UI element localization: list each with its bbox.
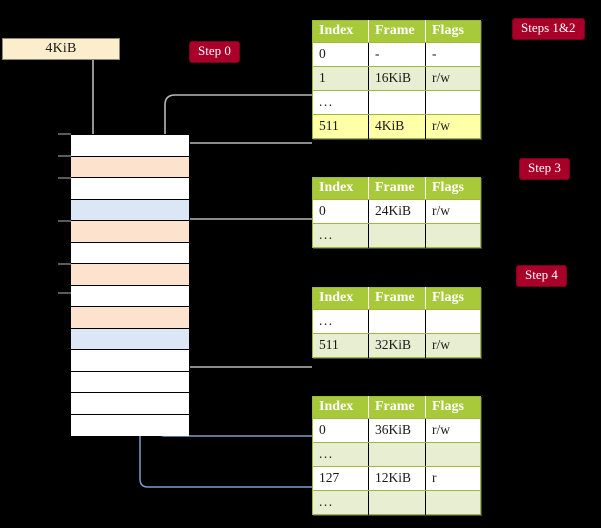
cell-frame bbox=[368, 90, 426, 115]
page-table-level-3: Index Frame Flags 0 24KiB r/w ... bbox=[312, 177, 481, 248]
cell-index: 511 bbox=[312, 114, 369, 139]
cell-flags: r/w bbox=[425, 66, 481, 91]
col-header-flags: Flags bbox=[425, 287, 481, 310]
cell-flags: r bbox=[425, 466, 481, 491]
table-row[interactable]: 0 24KiB r/w bbox=[312, 199, 481, 224]
cell-frame bbox=[368, 490, 426, 515]
cell-frame: 24KiB bbox=[368, 199, 426, 224]
cell-frame: 4KiB bbox=[368, 114, 426, 139]
col-header-frame: Frame bbox=[368, 20, 426, 43]
memory-row bbox=[71, 285, 189, 307]
cell-frame: 32KiB bbox=[368, 333, 426, 358]
cell-frame: - bbox=[368, 42, 426, 67]
memory-row bbox=[71, 307, 189, 329]
memory-row bbox=[71, 264, 189, 286]
step-badge-steps-1-2: Steps 1&2 bbox=[512, 18, 585, 40]
memory-row bbox=[71, 414, 189, 436]
cell-index: ... bbox=[312, 223, 369, 248]
table-row-highlighted[interactable]: 511 4KiB r/w bbox=[312, 114, 481, 139]
memory-row bbox=[71, 242, 189, 264]
cell-frame bbox=[368, 309, 426, 334]
table-row[interactable]: 127 12KiB r bbox=[312, 466, 481, 491]
table-row[interactable]: ... bbox=[312, 223, 481, 248]
frame-tick bbox=[58, 292, 71, 294]
memory-row bbox=[71, 371, 189, 393]
cell-frame bbox=[368, 442, 426, 467]
page-table-level-2: Index Frame Flags ... 511 32KiB r/w bbox=[312, 287, 481, 358]
cell-index: ... bbox=[312, 309, 369, 334]
wire-table3-row511-to-memory bbox=[172, 278, 312, 368]
table-row[interactable]: 0 36KiB r/w bbox=[312, 418, 481, 443]
wire-table1-row1-to-memory bbox=[164, 94, 312, 234]
page-table-level-4: Index Frame Flags 0 - - 1 16KiB r/w ... bbox=[312, 20, 481, 139]
col-header-index: Index bbox=[312, 396, 369, 419]
cell-index: 0 bbox=[312, 199, 369, 224]
cell-frame: 16KiB bbox=[368, 66, 426, 91]
cell-index: ... bbox=[312, 490, 369, 515]
wire-table4-row127-to-memory bbox=[131, 210, 312, 488]
cell-index: 127 bbox=[312, 466, 369, 491]
source-frame-label: 4KiB bbox=[45, 41, 77, 56]
memory-row bbox=[71, 393, 189, 415]
table-row[interactable]: ... bbox=[312, 490, 481, 515]
table-row[interactable]: 0 - - bbox=[312, 42, 481, 67]
col-header-flags: Flags bbox=[425, 20, 481, 43]
step-badge-step4: Step 4 bbox=[516, 265, 567, 287]
table-row[interactable]: ... bbox=[312, 90, 481, 115]
col-header-flags: Flags bbox=[425, 396, 481, 419]
col-header-flags: Flags bbox=[425, 177, 481, 200]
col-header-frame: Frame bbox=[368, 287, 426, 310]
cell-flags bbox=[425, 90, 481, 115]
memory-row bbox=[71, 221, 189, 243]
cell-index: ... bbox=[312, 90, 369, 115]
table-header-row: Index Frame Flags bbox=[312, 177, 481, 200]
col-header-frame: Frame bbox=[368, 396, 426, 419]
page-table-level-1: Index Frame Flags 0 36KiB r/w ... 127 12… bbox=[312, 396, 481, 515]
physical-memory-column bbox=[70, 134, 190, 436]
memory-row bbox=[71, 156, 189, 178]
cell-flags: r/w bbox=[425, 333, 481, 358]
cell-frame bbox=[368, 223, 426, 248]
col-header-index: Index bbox=[312, 287, 369, 310]
cell-index: 0 bbox=[312, 418, 369, 443]
step-badge-step0: Step 0 bbox=[189, 41, 240, 63]
cell-frame: 36KiB bbox=[368, 418, 426, 443]
frame-tick bbox=[58, 155, 71, 157]
frame-tick bbox=[58, 220, 71, 222]
frame-tick bbox=[58, 177, 71, 179]
table-row[interactable]: ... bbox=[312, 309, 481, 334]
col-header-frame: Frame bbox=[368, 177, 426, 200]
memory-row bbox=[71, 350, 189, 372]
cell-flags: r/w bbox=[425, 418, 481, 443]
memory-row bbox=[71, 135, 189, 157]
cell-frame: 12KiB bbox=[368, 466, 426, 491]
cell-flags: - bbox=[425, 42, 481, 67]
source-frame-box: 4KiB bbox=[2, 38, 120, 60]
cell-index: 1 bbox=[312, 66, 369, 91]
cell-flags: r/w bbox=[425, 114, 481, 139]
table-header-row: Index Frame Flags bbox=[312, 20, 481, 43]
step-badge-step3: Step 3 bbox=[519, 158, 570, 180]
memory-row bbox=[71, 328, 189, 350]
memory-row bbox=[71, 199, 189, 221]
cell-index: ... bbox=[312, 442, 369, 467]
table-header-row: Index Frame Flags bbox=[312, 396, 481, 419]
col-header-index: Index bbox=[312, 177, 369, 200]
cell-flags bbox=[425, 442, 481, 467]
table-row[interactable]: ... bbox=[312, 442, 481, 467]
cell-index: 0 bbox=[312, 42, 369, 67]
frame-tick bbox=[58, 133, 71, 135]
cell-flags bbox=[425, 223, 481, 248]
table-row[interactable]: 511 32KiB r/w bbox=[312, 333, 481, 358]
col-header-index: Index bbox=[312, 20, 369, 43]
cell-flags bbox=[425, 309, 481, 334]
wire-table2-row0-to-memory bbox=[179, 218, 312, 269]
table-row[interactable]: 1 16KiB r/w bbox=[312, 66, 481, 91]
table-header-row: Index Frame Flags bbox=[312, 287, 481, 310]
cell-flags: r/w bbox=[425, 199, 481, 224]
memory-row bbox=[71, 178, 189, 200]
cell-flags bbox=[425, 490, 481, 515]
frame-tick bbox=[58, 263, 71, 265]
cell-index: 511 bbox=[312, 333, 369, 358]
